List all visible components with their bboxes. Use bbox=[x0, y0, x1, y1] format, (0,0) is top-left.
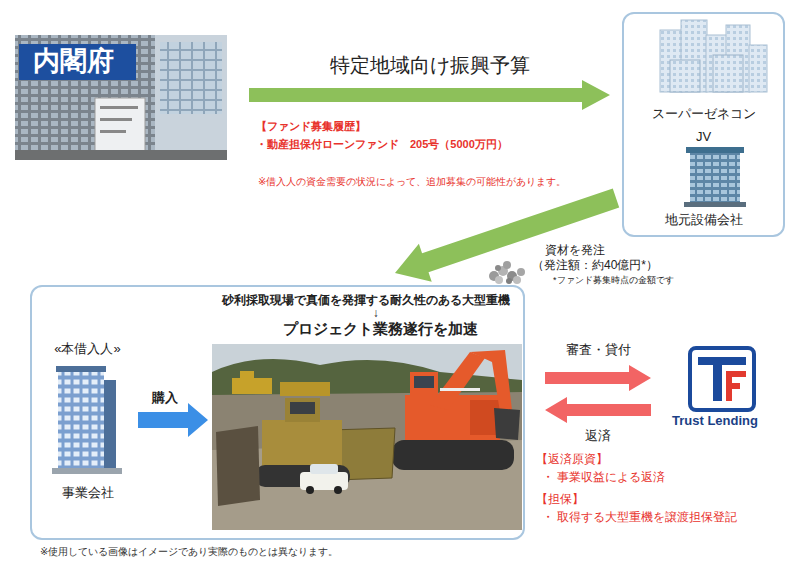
cabinet-office-photo bbox=[15, 150, 227, 160]
fund-history-heading: 【ファンド募集履歴】 bbox=[256, 120, 366, 134]
order-label: 資材を発注 bbox=[545, 243, 605, 258]
heavy-machinery-photo bbox=[440, 388, 480, 391]
image-note: ※使用している画像はイメージであり実際のものとは異なります。 bbox=[40, 546, 338, 559]
heavy-machinery-photo bbox=[262, 420, 342, 468]
general-contractor-icon bbox=[713, 55, 743, 92]
gravel-icon bbox=[513, 276, 521, 284]
repayment-heading: 【返済原資】 bbox=[536, 452, 608, 467]
repayment-arrow bbox=[545, 397, 651, 423]
operating-company-icon bbox=[58, 372, 104, 470]
lender-name: Trust Lending bbox=[672, 413, 758, 429]
cabinet-office-photo bbox=[100, 106, 138, 109]
role-label: «本借入人» bbox=[54, 341, 120, 357]
cabinet-office-photo bbox=[15, 35, 227, 160]
company-label: 地元設備会社 bbox=[665, 212, 743, 228]
operating-company-icon bbox=[104, 380, 116, 470]
local-equipment-company-icon bbox=[684, 147, 746, 207]
project-heading: 砂利採取現場で真価を発揮する耐久性のある大型重機 bbox=[222, 293, 510, 308]
heavy-machinery-photo bbox=[430, 352, 485, 410]
loan-arrow bbox=[545, 365, 651, 391]
local-equipment-company-icon bbox=[690, 153, 740, 204]
general-contractor-icon bbox=[670, 60, 700, 92]
collateral-item: ・ 取得する大型重機を譲渡担保登記 bbox=[542, 510, 737, 525]
gravel-icon bbox=[517, 268, 525, 276]
heavy-machinery-photo bbox=[290, 402, 315, 414]
gravel-icon bbox=[506, 278, 512, 284]
purchase-arrow bbox=[138, 403, 208, 437]
gravel-icon bbox=[495, 265, 501, 271]
gravel-icon bbox=[495, 276, 503, 284]
heavy-machinery-photo bbox=[410, 372, 438, 398]
heavy-machinery-photo bbox=[280, 382, 330, 396]
operating-company-icon bbox=[56, 366, 106, 372]
cabinet-office-photo bbox=[100, 130, 126, 133]
general-contractor-icon bbox=[749, 45, 767, 92]
purchase-label: 購入 bbox=[152, 390, 178, 406]
collateral-heading: 【担保】 bbox=[536, 492, 584, 507]
trust-lending-logo bbox=[690, 348, 754, 410]
fund-history-item: ・動産担保付ローンファンド 205号（5000万円） bbox=[256, 138, 508, 152]
order-amount: （発注額：約40億円*） bbox=[532, 258, 658, 273]
trust-lending-logo bbox=[726, 371, 732, 401]
edge-label: 審査・貸付 bbox=[563, 342, 634, 358]
trust-lending-logo bbox=[713, 357, 722, 401]
gravel-icon bbox=[503, 261, 511, 269]
heavy-machinery-photo bbox=[414, 376, 434, 388]
contractor-group-box: スーパーゼネコン JV 地元設備会社 bbox=[622, 12, 785, 237]
project-heading: プロジェクト業務遂行を加速 bbox=[283, 320, 478, 339]
budget-arrow bbox=[249, 80, 610, 110]
heavy-machinery-photo bbox=[216, 426, 260, 506]
heavy-machinery-photo bbox=[392, 440, 514, 470]
cabinet-office-photo bbox=[160, 42, 222, 114]
jv-label: JV bbox=[696, 129, 711, 145]
heavy-machinery-photo bbox=[306, 486, 314, 494]
heavy-machinery-photo bbox=[470, 350, 512, 412]
project-box: «本借入人» 事業会社 砂利採取現場で真価を発揮する耐久性のある大型重機↓プロジェク… bbox=[30, 285, 525, 540]
general-contractor-icon bbox=[660, 20, 767, 92]
repayment-item: ・ 事業収益による返済 bbox=[542, 470, 665, 485]
heavy-machinery-photo bbox=[232, 378, 272, 394]
heavy-machinery-photo bbox=[212, 344, 522, 530]
note: ※借入人の資金需要の状況によって、追加募集の可能性があります。 bbox=[258, 176, 566, 189]
company-label: 事業会社 bbox=[62, 485, 114, 501]
heavy-machinery-photo bbox=[212, 344, 522, 530]
cabinet-office-photo bbox=[15, 35, 227, 160]
borrower-node: «本借入人» 事業会社 bbox=[40, 335, 135, 535]
gravel-icon bbox=[489, 261, 525, 284]
cabinet-office-photo bbox=[155, 35, 227, 160]
trust-lending-logo bbox=[690, 348, 754, 410]
agency-banner: 内閣府 bbox=[19, 44, 136, 80]
local-equipment-company-icon bbox=[684, 202, 746, 207]
local-equipment-company-icon bbox=[686, 147, 744, 153]
heavy-machinery-photo bbox=[334, 486, 342, 494]
heavy-machinery-photo bbox=[285, 398, 320, 422]
heavy-machinery-photo bbox=[494, 408, 520, 440]
company-label: スーパーゼネコン bbox=[652, 106, 756, 122]
heavy-machinery-photo bbox=[310, 464, 338, 474]
operating-company-icon bbox=[52, 366, 122, 474]
cabinet-office-photo bbox=[95, 98, 145, 154]
edge-label: 特定地域向け振興予算 bbox=[327, 53, 533, 78]
lender-logo-node: Trust Lending bbox=[655, 345, 775, 437]
edge-label: 返済 bbox=[582, 428, 614, 444]
cabinet-office-photo bbox=[100, 118, 132, 121]
purchase-arrow bbox=[138, 403, 208, 437]
agency-photo-node: 内閣府 bbox=[15, 35, 227, 160]
footnote: *ファンド募集時点の金額です bbox=[553, 275, 674, 286]
heavy-machinery-photo bbox=[212, 392, 522, 530]
operating-company-icon bbox=[52, 468, 122, 474]
down-arrow-text: ↓ bbox=[373, 306, 379, 321]
cabinet-office-photo bbox=[15, 35, 155, 160]
heavy-machinery-photo bbox=[240, 371, 254, 379]
